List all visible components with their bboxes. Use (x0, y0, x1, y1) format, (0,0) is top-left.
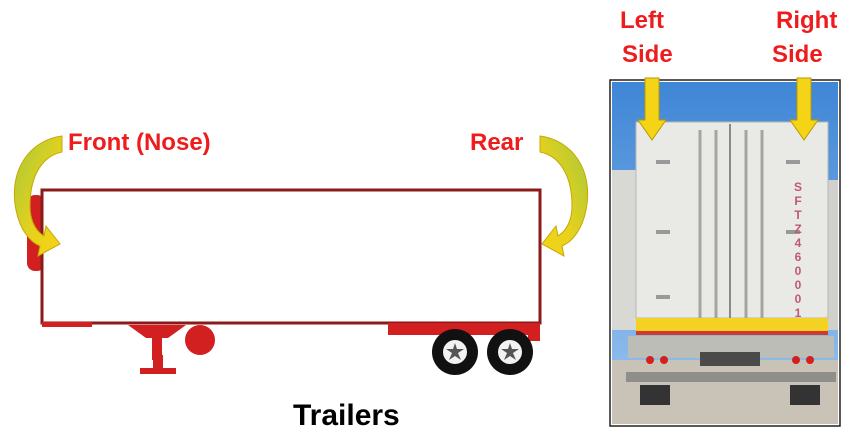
trailer-door-number: SFTZ460001 (792, 180, 804, 320)
rear-wheels (432, 329, 533, 375)
rear-curved-arrow (540, 136, 588, 256)
right-side-label-line1: Right (776, 7, 837, 35)
trailer-box (42, 190, 540, 323)
right-side-label-line2: Side (772, 41, 823, 69)
left-side-label-line2: Side (622, 41, 673, 69)
left-side-label-line1: Left (620, 7, 664, 35)
trailer-side-view (27, 190, 540, 375)
diagram-caption: Trailers (293, 400, 400, 432)
rear-label: Rear (470, 129, 523, 157)
front-nose-label: Front (Nose) (68, 129, 211, 157)
landing-gear (128, 325, 215, 374)
